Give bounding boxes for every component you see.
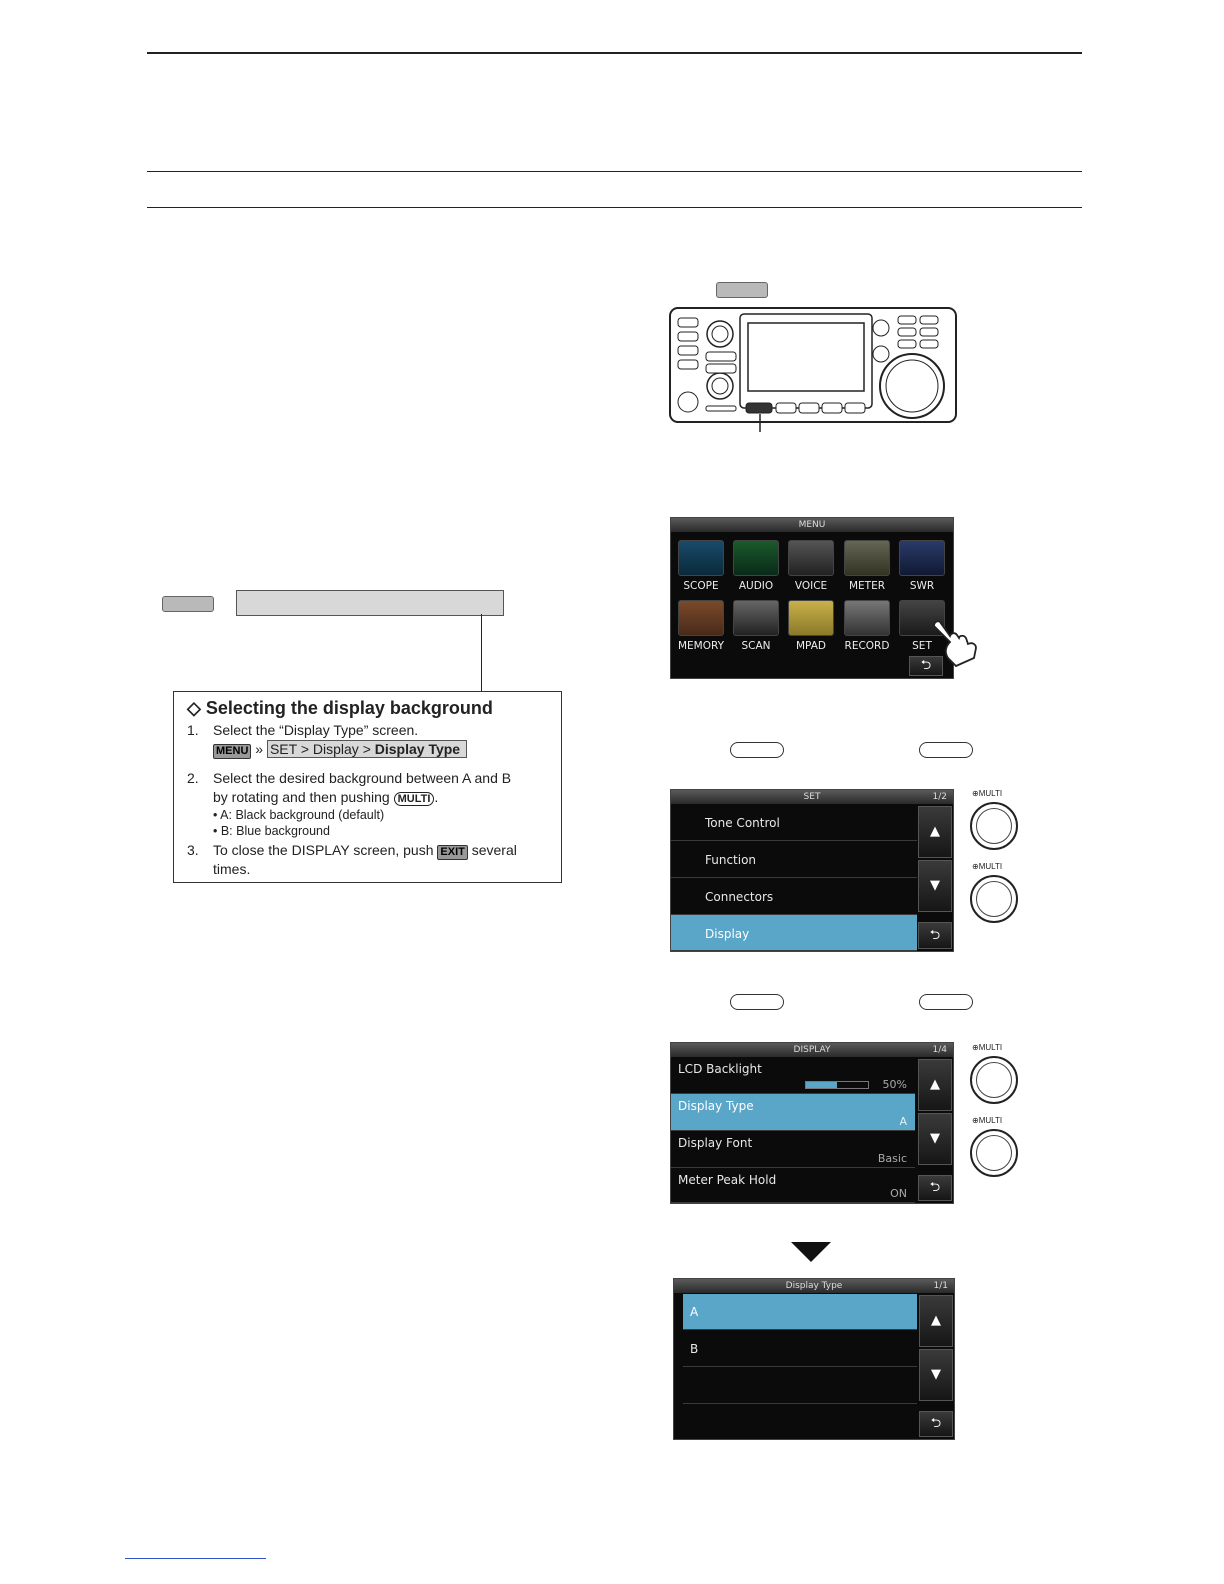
display-item-lcd-backlight[interactable]: LCD Backlight 50% xyxy=(671,1057,915,1094)
step3-line2: times. xyxy=(213,861,251,877)
bullet-a: • A: Black background (default) xyxy=(213,808,385,822)
step3-text-pre: To close the DISPLAY screen, push xyxy=(213,842,434,858)
path-bold: Display Type xyxy=(374,741,461,757)
menu-tile-scope[interactable]: SCOPE xyxy=(675,538,727,594)
menu-tile-meter[interactable]: METER xyxy=(841,538,893,594)
step2-text-post: . xyxy=(434,789,439,805)
bullet-b: • B: Blue background xyxy=(213,824,330,838)
display-item-meter-peak-hold[interactable]: Meter Peak Hold ON xyxy=(671,1168,915,1203)
footer-link-underline xyxy=(125,1558,266,1559)
display-screen-title: DISPLAY xyxy=(671,1043,953,1057)
display-type-empty-row-1 xyxy=(683,1367,917,1404)
step1-path: MENU » SET > Display > Display Type xyxy=(213,740,468,759)
menu-tile-swr[interactable]: SWR xyxy=(896,538,948,594)
step3-text: To close the DISPLAY screen, push EXIT s… xyxy=(213,842,517,860)
step-arrow-down xyxy=(791,1242,831,1262)
display-type-option-a[interactable]: A xyxy=(683,1294,917,1330)
step3-text-post: several xyxy=(471,842,517,858)
display-type-screen-title: Display Type xyxy=(674,1279,954,1293)
set-up-button[interactable]: ▲ xyxy=(918,806,952,858)
menu-tile-scan[interactable]: SCAN xyxy=(730,598,782,654)
display-type-screen: Display Type 1/1 A B ▲ ▼ ⮌ xyxy=(673,1278,955,1440)
set-screen-page: 1/2 xyxy=(932,792,947,802)
display-type-option-b[interactable]: B xyxy=(683,1330,917,1367)
knob-label-4: ⊕MULTI xyxy=(972,1116,1003,1125)
display-type-empty-row-2 xyxy=(683,1404,917,1439)
instruction-callout: ◇ Selecting the display background 1. Se… xyxy=(173,691,562,883)
step1-number: 1. xyxy=(187,722,199,738)
transceiver-front-panel xyxy=(669,307,957,432)
display-type-back-button[interactable]: ⮌ xyxy=(919,1411,953,1437)
menu-key-graphic xyxy=(162,596,214,612)
set-item-display[interactable]: Display xyxy=(671,915,917,951)
set-screen: SET 1/2 Tone Control Function Connectors… xyxy=(670,789,954,952)
set-back-button[interactable]: ⮌ xyxy=(918,922,952,949)
display-down-button[interactable]: ▼ xyxy=(918,1113,952,1165)
menu-tile-mpad[interactable]: MPAD xyxy=(785,598,837,654)
menu-tile-voice[interactable]: VOICE xyxy=(785,538,837,594)
set-down-button[interactable]: ▼ xyxy=(918,860,952,912)
step2-number: 2. xyxy=(187,770,199,786)
backlight-bar-fill xyxy=(806,1082,837,1088)
pointer-line xyxy=(481,614,482,738)
multi-key-badge: MULTI xyxy=(393,792,435,806)
menu-key-graphic-top xyxy=(716,282,768,298)
knob-label-1: ⊕MULTI xyxy=(972,789,1003,798)
menu-key-badge: MENU xyxy=(213,744,252,759)
set-item-connectors[interactable]: Connectors xyxy=(671,878,917,915)
path-box xyxy=(236,590,504,616)
section-rule-2 xyxy=(147,207,1082,208)
section-rule-1 xyxy=(147,171,1082,172)
knob-label-3: ⊕MULTI xyxy=(972,1043,1003,1052)
display-item-display-type[interactable]: Display Type A xyxy=(671,1094,915,1131)
display-type-down-button[interactable]: ▼ xyxy=(919,1349,953,1401)
menu-tile-memory[interactable]: MEMORY xyxy=(675,598,727,654)
display-type-screen-page: 1/1 xyxy=(933,1281,948,1291)
menu-tile-audio[interactable]: AUDIO xyxy=(730,538,782,594)
display-screen-page: 1/4 xyxy=(932,1045,947,1055)
set-item-function[interactable]: Function xyxy=(671,841,917,878)
callout-heading: ◇ Selecting the display background xyxy=(187,698,493,718)
top-rule xyxy=(147,52,1082,54)
key-oval-2 xyxy=(919,742,973,758)
multi-knob-push-1 xyxy=(970,875,1018,923)
menu-screen-title: MENU xyxy=(671,518,953,532)
menu-back-button[interactable]: ⮌ xyxy=(909,656,943,676)
multi-knob-rotate-2 xyxy=(970,1056,1018,1104)
key-oval-4 xyxy=(919,994,973,1010)
set-item-tone-control[interactable]: Tone Control xyxy=(671,804,917,841)
display-item-display-font[interactable]: Display Font Basic xyxy=(671,1131,915,1168)
set-screen-title: SET xyxy=(671,790,953,804)
menu-screen: MENU SCOPE AUDIO VOICE METER SWR MEMORY … xyxy=(670,517,954,679)
step2-text-line2: by rotating and then pushing MULTI. xyxy=(213,789,438,806)
backlight-bar xyxy=(805,1081,869,1089)
step1-text: Select the “Display Type” screen. xyxy=(213,722,419,738)
knob-label-2: ⊕MULTI xyxy=(972,862,1003,871)
path-plain: SET > Display > xyxy=(269,741,371,757)
display-screen: DISPLAY 1/4 LCD Backlight 50% Display Ty… xyxy=(670,1042,954,1204)
step2-text-pre: by rotating and then pushing xyxy=(213,789,390,805)
key-oval-1 xyxy=(730,742,784,758)
step3-number: 3. xyxy=(187,842,199,858)
path-separator: » xyxy=(255,741,264,757)
display-back-button[interactable]: ⮌ xyxy=(918,1175,952,1201)
key-oval-3 xyxy=(730,994,784,1010)
finger-tap-icon xyxy=(933,620,977,668)
display-type-up-button[interactable]: ▲ xyxy=(919,1295,953,1347)
menu-tile-record[interactable]: RECORD xyxy=(841,598,893,654)
multi-knob-rotate-1 xyxy=(970,802,1018,850)
display-up-button[interactable]: ▲ xyxy=(918,1059,952,1111)
exit-key-badge: EXIT xyxy=(437,845,468,860)
step2-text: Select the desired background between A … xyxy=(213,770,512,786)
multi-knob-push-2 xyxy=(970,1129,1018,1177)
